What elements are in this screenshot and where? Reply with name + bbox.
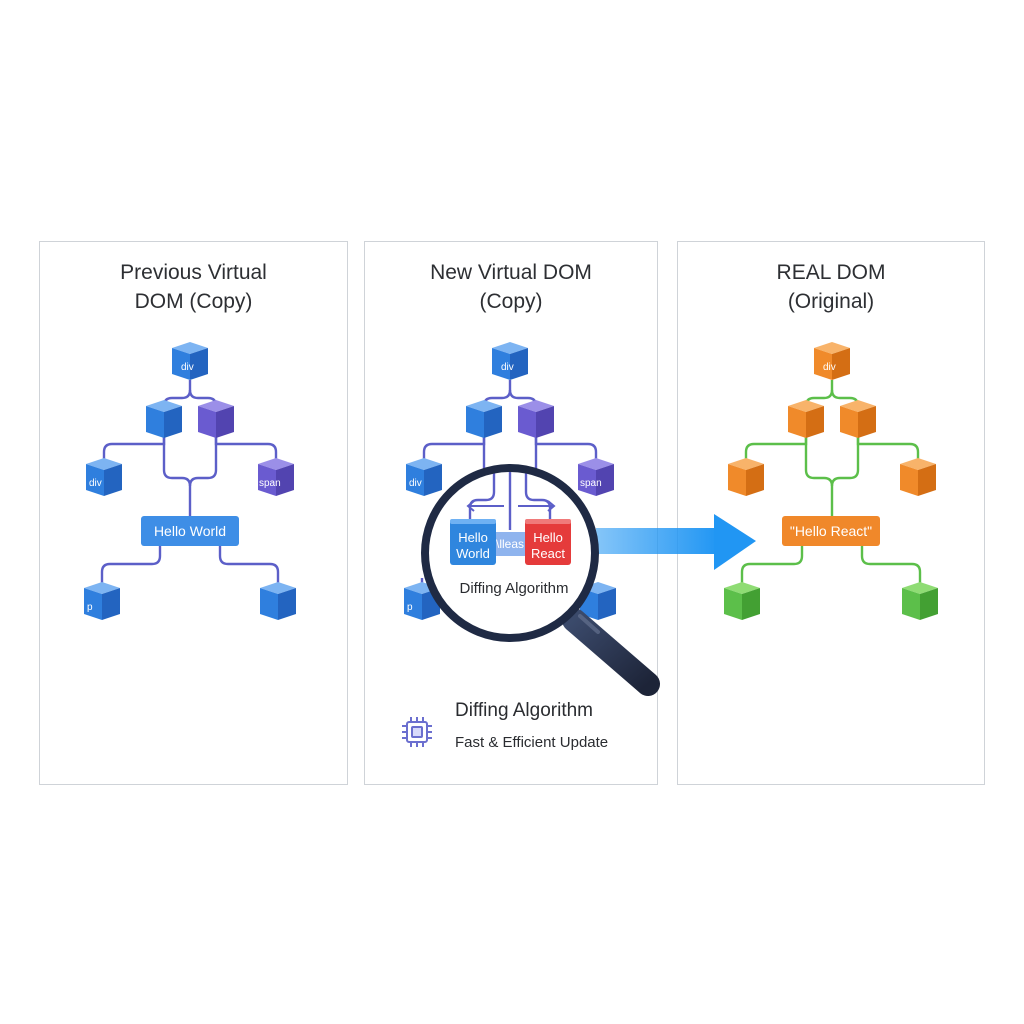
diff-new-line2: React <box>531 546 565 561</box>
cube-node: div <box>814 342 850 380</box>
previous-vdom-panel: Previous Virtual DOM (Copy) <box>39 241 348 785</box>
real-text-node-box <box>782 516 880 546</box>
diff-new-node: Hello React <box>525 519 571 565</box>
diff-old-line2: World <box>456 546 490 561</box>
arrow-right-icon <box>596 514 756 570</box>
new-bottom-left-label: p <box>407 602 413 613</box>
diff-new-line1: Hello <box>533 530 563 545</box>
new-left-leaf-label: div <box>409 478 422 489</box>
real-title-line1: REAL DOM <box>776 261 886 284</box>
new-tree: div div span p <box>404 342 616 620</box>
cube-node: div <box>86 458 122 496</box>
legend-title: Diffing Algorithm <box>455 700 593 721</box>
previous-vdom-title: Previous Virtual DOM (Copy) <box>40 258 347 316</box>
new-right-leaf-label: span <box>580 478 602 489</box>
legend-subtitle: Fast & Efficient Update <box>455 734 609 751</box>
diff-old-node: Hello World <box>450 519 496 565</box>
cube-node: p <box>84 582 120 620</box>
previous-tree: div div span Hello World <box>84 342 296 620</box>
magnifier-caption: Diffing Algorithm <box>460 580 569 597</box>
cube-node: div <box>492 342 528 380</box>
cube-node: span <box>578 458 614 496</box>
cube-node <box>728 458 764 496</box>
cube-node <box>260 582 296 620</box>
cube-node <box>198 400 234 438</box>
previous-title-line2: DOM (Copy) <box>134 290 253 313</box>
real-title-line2: (Original) <box>787 290 875 313</box>
previous-root-label: div <box>181 362 194 373</box>
cube-node: span <box>258 458 294 496</box>
previous-right-leaf-label: span <box>259 478 281 489</box>
cube-node <box>146 400 182 438</box>
diff-old-line1: Hello <box>458 530 488 545</box>
previous-title-line1: Previous Virtual <box>120 261 267 284</box>
cube-node <box>900 458 936 496</box>
cube-node: div <box>172 342 208 380</box>
previous-tree-edges <box>100 380 280 588</box>
real-dom-title: REAL DOM (Original) <box>678 258 984 316</box>
new-title-line2: (Copy) <box>479 290 543 313</box>
cube-node <box>840 400 876 438</box>
real-root-label: div <box>823 362 836 373</box>
magnifier-icon: \lleas Hello World Hello React Diffing A… <box>421 464 660 696</box>
cube-node <box>724 582 760 620</box>
cube-node <box>466 400 502 438</box>
new-root-label: div <box>501 362 514 373</box>
real-text-node: "Hello React" <box>790 523 872 539</box>
diff-middle-box <box>490 532 530 556</box>
diff-arrows <box>466 500 556 512</box>
new-title-line1: New Virtual DOM <box>430 261 592 284</box>
previous-left-leaf-label: div <box>89 478 102 489</box>
cube-node <box>788 400 824 438</box>
cube-node <box>902 582 938 620</box>
cpu-chip-icon <box>402 717 432 747</box>
previous-text-node: Hello World <box>154 523 226 539</box>
diff-middle-text: \lleas <box>496 537 524 551</box>
real-tree: div "Hello React" <box>724 342 938 620</box>
real-tree-edges <box>740 380 922 588</box>
previous-text-node-box <box>141 516 239 546</box>
previous-bottom-left-label: p <box>87 602 93 613</box>
new-vdom-title: New Virtual DOM (Copy) <box>365 258 657 316</box>
cube-node <box>518 400 554 438</box>
cube-node: div <box>406 458 442 496</box>
